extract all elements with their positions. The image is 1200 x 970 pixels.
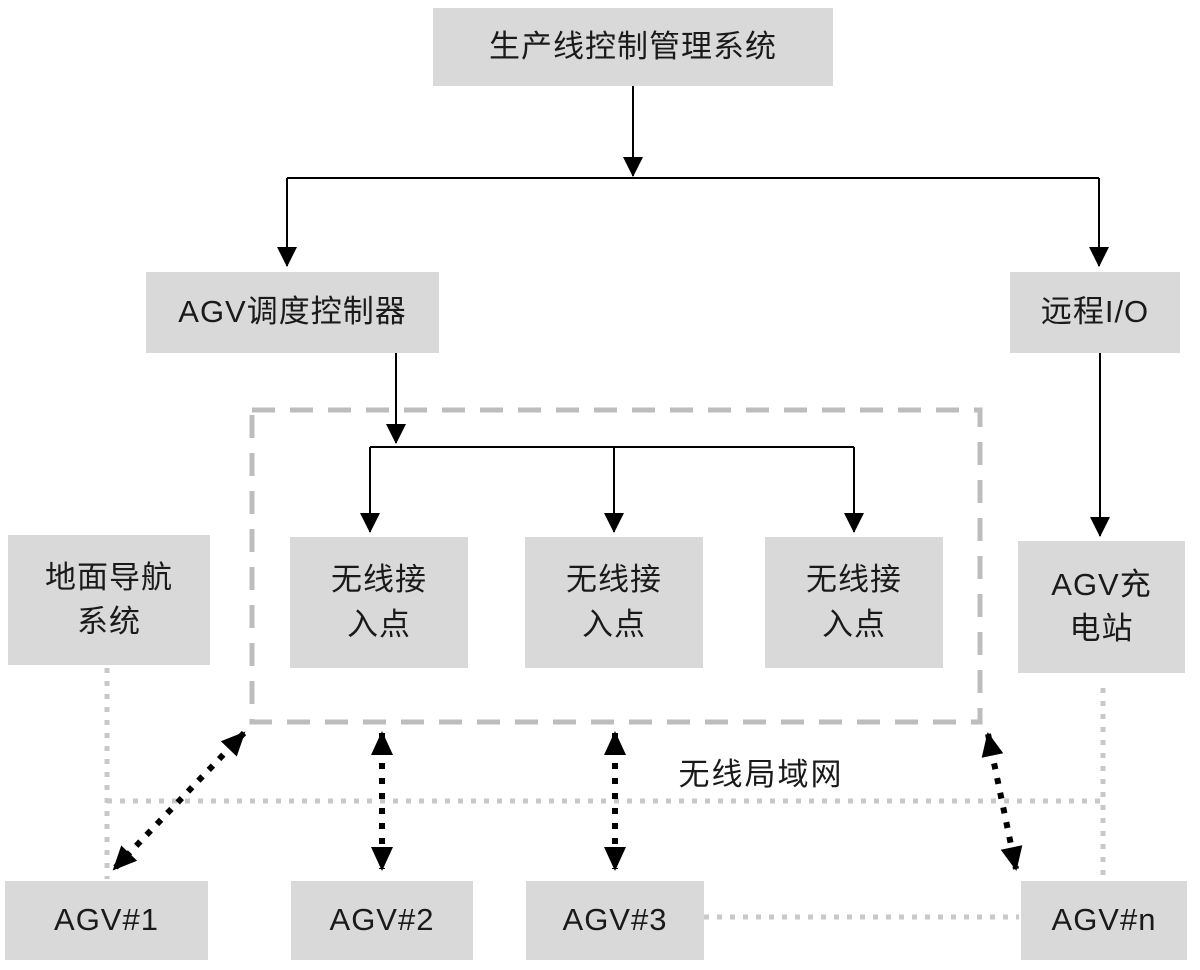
node-wireless-access-point-3: 无线接 入点 [765, 537, 943, 668]
node-agv-1: AGV#1 [5, 881, 208, 960]
node-agv-dispatch-controller: AGV调度控制器 [146, 272, 439, 353]
wlan-boundary-dashed-box [249, 407, 983, 725]
node-ground-navigation-system: 地面导航 系统 [8, 535, 210, 665]
wlan-label: 无线局域网 [678, 757, 844, 792]
node-wireless-access-point-2: 无线接 入点 [525, 537, 703, 668]
node-agv-n: AGV#n [1021, 881, 1187, 960]
node-production-line-control-system: 生产线控制管理系统 [433, 8, 833, 86]
node-remote-io: 远程I/O [1010, 272, 1180, 353]
wireless-link-boundary-to-agv1 [111, 730, 247, 872]
node-agv-charging-station: AGV充 电站 [1018, 541, 1185, 673]
node-agv-2: AGV#2 [291, 881, 473, 960]
node-agv-3: AGV#3 [526, 881, 704, 960]
node-wireless-access-point-1: 无线接 入点 [290, 537, 468, 668]
